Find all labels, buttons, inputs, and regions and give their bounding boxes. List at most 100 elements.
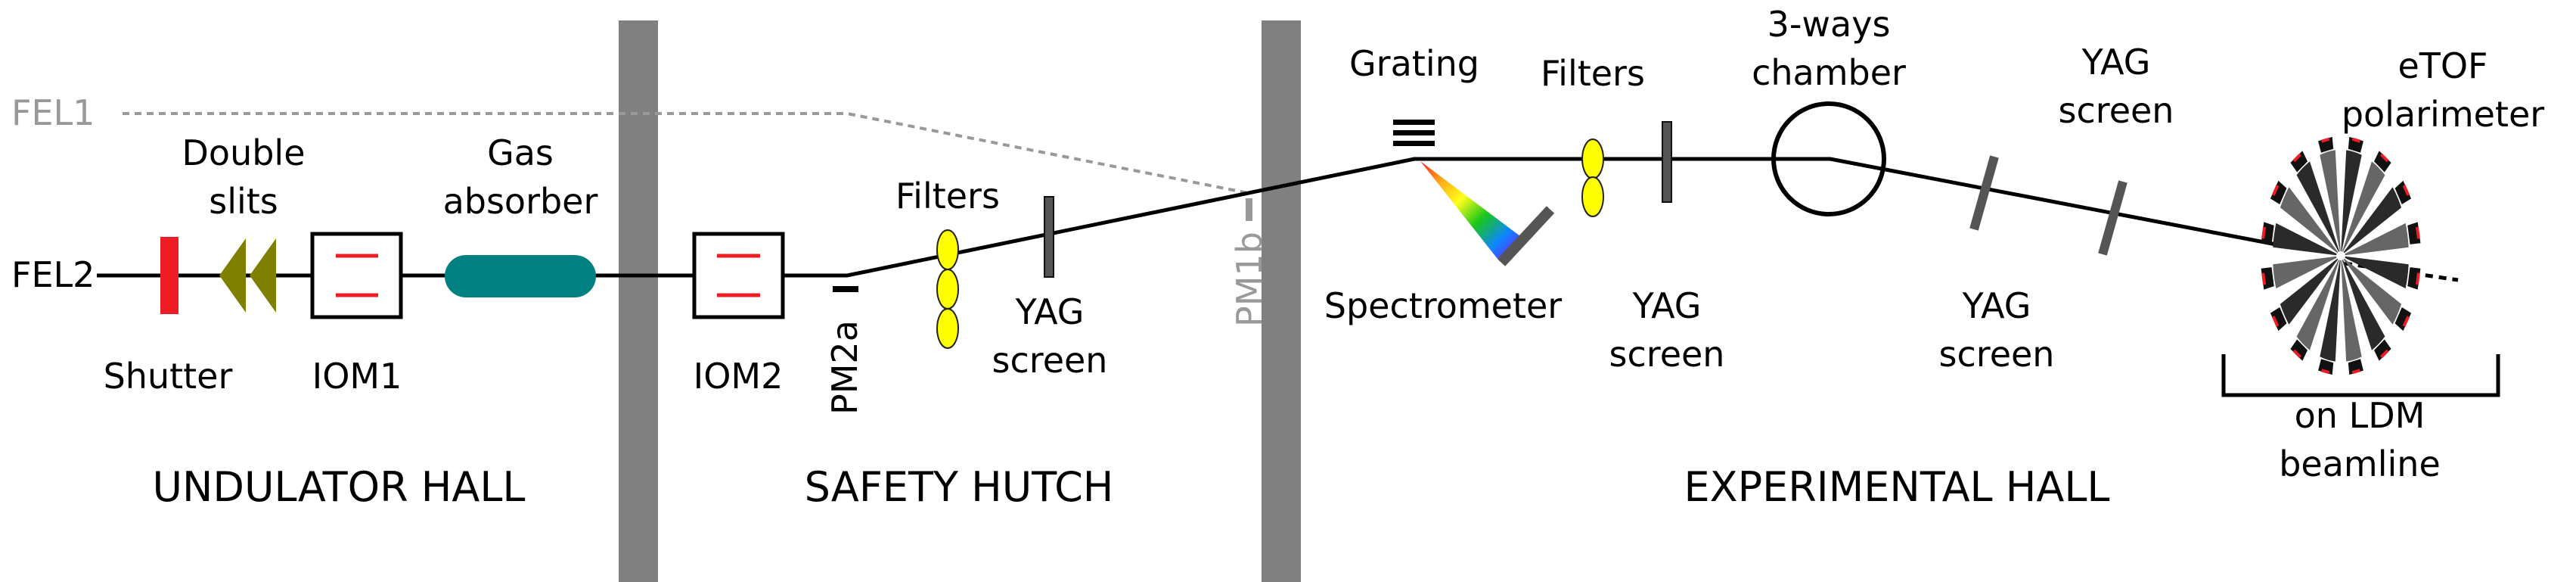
etof-detector-tip [2271, 185, 2280, 196]
etof-sector [2341, 150, 2362, 256]
filters-exp-label: Filters [1541, 53, 1645, 94]
yag-top-label-2: screen [2059, 90, 2174, 131]
ldm-label-1: on LDM [2295, 395, 2425, 436]
chamber-label-2: chamber [1752, 52, 1906, 93]
pm2a-mirror [833, 286, 858, 292]
etof-sector [2341, 256, 2385, 350]
section-experimental-hall: EXPERIMENTAL HALL [1684, 463, 2109, 511]
etof-sector [2296, 161, 2341, 256]
yag-bottom-label-1: YAG [1962, 285, 2031, 326]
etof-detector-tip [2292, 349, 2302, 359]
etof-sector [2280, 256, 2341, 325]
fel1-beam-path [123, 112, 1249, 195]
iom2-label: IOM2 [694, 356, 784, 397]
etof-polarimeter [2261, 136, 2421, 375]
etof-detector-tip [2351, 137, 2360, 143]
yag-top-label-1: YAG [2081, 42, 2151, 82]
etof-detector [2290, 339, 2308, 361]
yag-hutch-label-2: screen [992, 340, 1108, 381]
etof-detector-tip [2261, 226, 2267, 239]
yag-exp2-screen [1969, 155, 1999, 231]
fel2-label: FEL2 [11, 254, 95, 295]
gas-absorber-cell [445, 255, 596, 297]
grating-line-2 [1393, 130, 1435, 135]
filter-exp-2 [1581, 176, 1604, 217]
ldm-bracket [2221, 354, 2500, 397]
yag-bottom-label-2: screen [1939, 334, 2055, 375]
yag-exp1-label-1: YAG [1632, 285, 1702, 326]
etof-detector [2394, 180, 2412, 204]
spectrometer-screen [1497, 206, 1555, 266]
yag-exp1-screen [1662, 121, 1672, 203]
etof-detector-tip [2415, 226, 2420, 239]
etof-detector [2374, 339, 2391, 361]
etof-center [2336, 251, 2345, 260]
filters-hutch-label: Filters [895, 176, 1000, 216]
etof-label-2: polarimeter [2342, 94, 2544, 135]
etof-sector [2320, 150, 2341, 256]
spectrometer-label: Spectrometer [1324, 285, 1563, 326]
etof-detector [2270, 307, 2287, 331]
etof-detector-tip [2351, 369, 2360, 375]
etof-detector-tip [2379, 153, 2389, 163]
etof-detector-tip [2292, 153, 2302, 163]
gas-absorber-label-2: absorber [443, 181, 598, 222]
etof-sector [2341, 223, 2409, 256]
etof-sector [2341, 187, 2402, 256]
etof-sector [2296, 256, 2341, 350]
etof-detector-tip [2321, 137, 2330, 143]
filter-hutch-3 [936, 308, 959, 349]
fel2-beam-path [97, 157, 2285, 278]
double-slit-1 [219, 238, 246, 313]
etof-sector [2273, 223, 2341, 256]
iom1-box [310, 232, 403, 319]
etof-detector-tip [2261, 272, 2267, 285]
three-ways-chamber [1771, 101, 1886, 216]
etof-sector [2341, 256, 2402, 325]
iom2-box [692, 232, 785, 319]
chamber-label-1: 3-ways [1768, 4, 1891, 45]
section-safety-hutch: SAFETY HUTCH [805, 463, 1114, 511]
etof-detector-tip [2321, 369, 2330, 375]
etof-sector [2320, 256, 2341, 362]
wall-undulator-hutch [619, 20, 658, 582]
grating-line-3 [1393, 141, 1435, 146]
filter-hutch-2 [936, 269, 959, 310]
pm1b-mirror [1246, 198, 1252, 221]
double-slit-2 [250, 238, 276, 313]
etof-detector [2394, 307, 2412, 331]
etof-detector-tip [2402, 185, 2410, 196]
etof-detector-tip [2402, 316, 2410, 327]
etof-detector [2270, 180, 2287, 204]
spectrum-fan [1420, 161, 1520, 259]
etof-label-1: eTOF [2398, 45, 2488, 86]
yag-hutch-screen [1044, 196, 1054, 278]
yag-hutch-label-1: YAG [1015, 291, 1085, 332]
section-undulator-hall: UNDULATOR HALL [153, 463, 526, 511]
double-slits-label-1: Double [182, 132, 306, 173]
yag-exp3-screen [2098, 180, 2128, 256]
iom1-label: IOM1 [312, 356, 402, 397]
shutter-label: Shutter [104, 356, 233, 397]
yag-exp1-label-2: screen [1609, 334, 1725, 375]
etof-sector [2341, 256, 2362, 362]
pm2a-label: PM2a [824, 320, 865, 415]
pm1b-label: PM1b [1229, 232, 1270, 327]
fel1-label: FEL1 [11, 92, 95, 133]
filter-exp-1 [1581, 138, 1604, 179]
grating-line-1 [1393, 120, 1435, 125]
wall-hutch-experimental [1262, 20, 1301, 582]
etof-detector-tip [2379, 349, 2389, 359]
etof-sector [2341, 161, 2385, 256]
ldm-label-2: beamline [2279, 444, 2441, 484]
etof-sector [2273, 256, 2341, 289]
etof-detector-tip [2271, 316, 2280, 327]
etof-sector [2341, 256, 2409, 289]
grating-label: Grating [1349, 43, 1479, 84]
filter-hutch-1 [936, 229, 959, 270]
gas-absorber-label-1: Gas [487, 132, 554, 173]
shutter-block [160, 237, 178, 314]
etof-detector [2290, 151, 2308, 173]
etof-detector-tip [2415, 272, 2420, 285]
